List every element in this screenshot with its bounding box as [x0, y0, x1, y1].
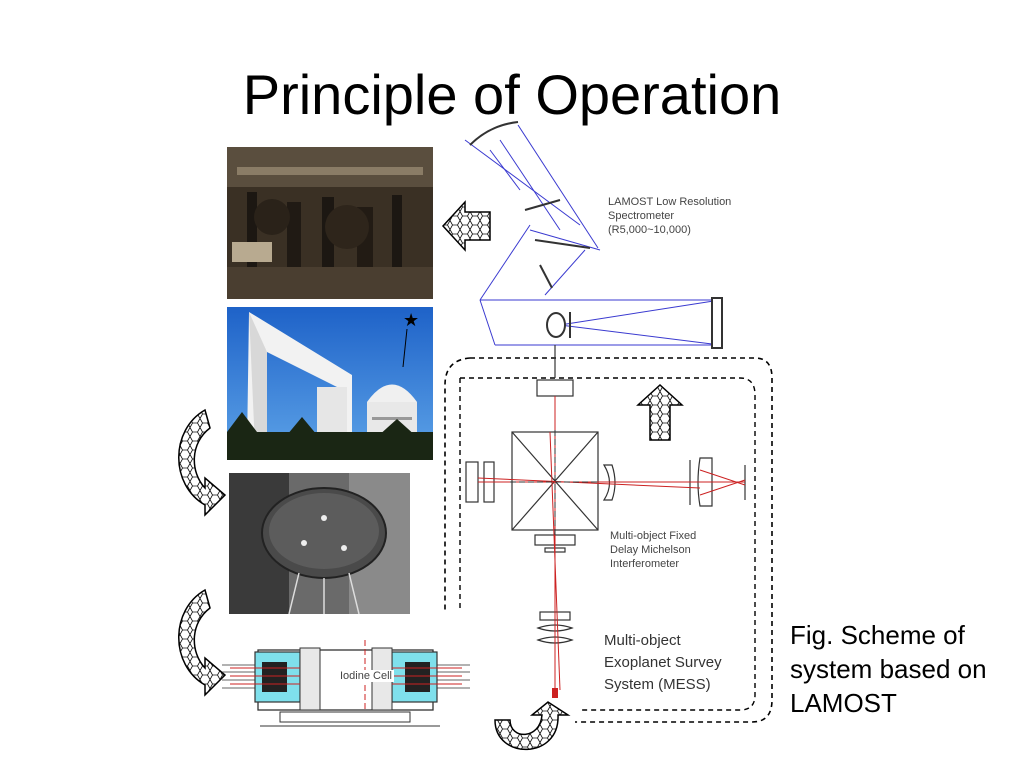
slide-title: Principle of Operation [242, 63, 782, 126]
mirror-segment-photo [229, 473, 410, 614]
mess-label-line3: System (MESS) [604, 676, 711, 693]
interferometer-label: Multi-object Fixed Delay Michelson Inter… [610, 529, 696, 571]
mess-label: Multi-object Exoplanet Survey System (ME… [604, 630, 722, 696]
curved-arrow-icon-lower [178, 588, 227, 697]
spectrometer-optics [464, 124, 721, 346]
mess-label-line1: Multi-object [604, 632, 681, 649]
curved-arrow-icon-upper [178, 408, 227, 517]
caption-line2: system based on [790, 654, 987, 684]
interferometer-label-line2: Delay Michelson [610, 544, 691, 556]
up-arrow-icon [636, 383, 684, 441]
interferometer-label-line1: Multi-object Fixed [610, 530, 697, 542]
interferometer-label-line3: Interferometer [610, 558, 680, 570]
caption-line3: LAMOST [790, 688, 897, 718]
lamost-label-line2: Spectrometer [608, 210, 675, 222]
lamost-label-line3: (R5,000~10,000) [608, 224, 691, 236]
lamost-spectrometer-label: LAMOST Low Resolution Spectrometer (R5,0… [608, 195, 731, 237]
left-arrow-icon [441, 200, 491, 252]
lamost-telescope-photo: ★ [227, 307, 433, 460]
caption-line1: Fig. Scheme of [790, 620, 965, 650]
iodine-cell-label: Iodine Cell [338, 670, 394, 682]
iodine-cell-diagram [222, 640, 470, 727]
curved-arrow-icon-bottom [494, 701, 571, 751]
mess-label-line2: Exoplanet Survey [604, 654, 722, 671]
svg-text:★: ★ [403, 310, 419, 331]
figure-caption: Fig. Scheme of system based on LAMOST [790, 618, 987, 720]
lamost-label-line1: LAMOST Low Resolution [608, 196, 732, 208]
spectrometer-room-photo [227, 147, 433, 299]
